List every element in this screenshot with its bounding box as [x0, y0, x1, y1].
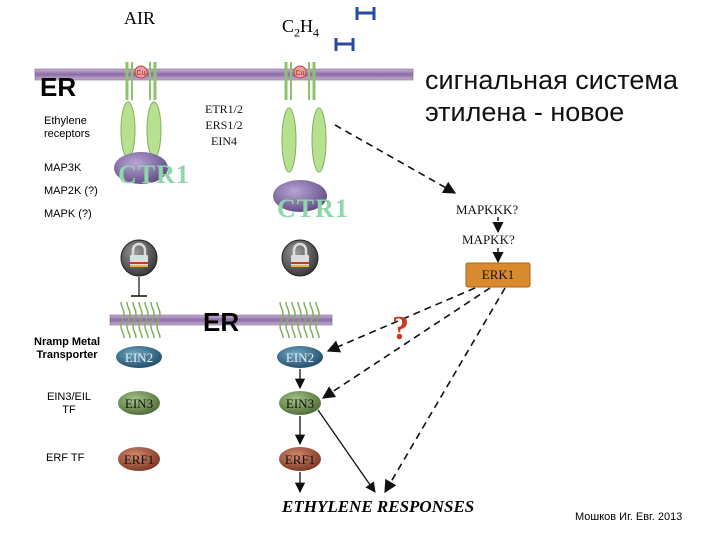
ein3-blob-left [118, 391, 160, 415]
lock-icon [120, 239, 158, 277]
ethylene-formula: C2H4 [282, 16, 320, 40]
ctr1-label-right: CTR1 [277, 194, 349, 223]
ein2-label-right: EIN2 [285, 350, 315, 365]
er-membrane-top [34, 68, 414, 81]
erf1-blob-left [118, 447, 160, 471]
mapkk-label: MAPKK? [462, 232, 515, 247]
arrow-ein3-to-responses [317, 409, 376, 493]
ein2-label-left: EIN2 [124, 350, 154, 365]
ein2-blob-right [277, 346, 323, 368]
ein3-blob-right [279, 391, 321, 415]
dashed-arrow-erk1-to-responses [384, 287, 506, 494]
erk1-box [465, 262, 531, 288]
copper-cofactor-icon [293, 65, 307, 79]
cu-label-right: Cu [296, 70, 305, 77]
ctr1-blob-left [114, 152, 168, 184]
erf-tf-label: ERF TF [46, 452, 85, 464]
dashed-arrow-receptor-to-mapkkk [334, 124, 457, 194]
ethylene-responses-label: ETHYLENE RESPONSES [282, 497, 475, 516]
copper-cofactor-icon [134, 65, 148, 79]
er-label-bottom: ER [203, 307, 240, 337]
ctr1-label-left: CTR1 [118, 160, 190, 189]
er-label-top: ER [40, 72, 77, 102]
author-credit: Мошков Иг. Евг. 2013 [575, 511, 683, 523]
ein3-label-left: EIN3 [124, 396, 154, 411]
ein2-blob-left [116, 346, 162, 368]
er-membrane-bottom [109, 314, 333, 326]
dashed-arrow-erk1-to-ein2 [326, 287, 476, 353]
ein2-transmembrane-left [120, 301, 161, 339]
erk1-label: ERK1 [481, 267, 515, 282]
map3k-label: MAP3K [44, 162, 82, 174]
slide-title: сигнальная система этилена - новое [425, 65, 678, 127]
ein3-label-right: EIN3 [285, 396, 315, 411]
ctr1-blob-right [273, 180, 327, 212]
question-mark: ? [392, 310, 409, 347]
air-label: AIR [124, 8, 155, 28]
receptor-left [120, 61, 162, 159]
erf1-label-right: ERF1 [284, 452, 316, 467]
cu-label-left: Cu [137, 70, 146, 77]
dashed-arrow-erk1-to-ein3 [321, 287, 491, 399]
erf1-blob-right [279, 447, 321, 471]
lock-icon [281, 239, 319, 277]
ein2-transmembrane-right [279, 301, 320, 339]
ethylene-molecule-icon [334, 38, 355, 51]
map2k-label: MAP2K (?) [44, 185, 98, 197]
erf1-label-left: ERF1 [123, 452, 155, 467]
mapkkk-label: MAPKKK? [456, 202, 519, 217]
ethylene-molecule-icon [355, 7, 376, 20]
receptor-right [281, 61, 327, 173]
mapk-label: MAPK (?) [44, 208, 92, 220]
